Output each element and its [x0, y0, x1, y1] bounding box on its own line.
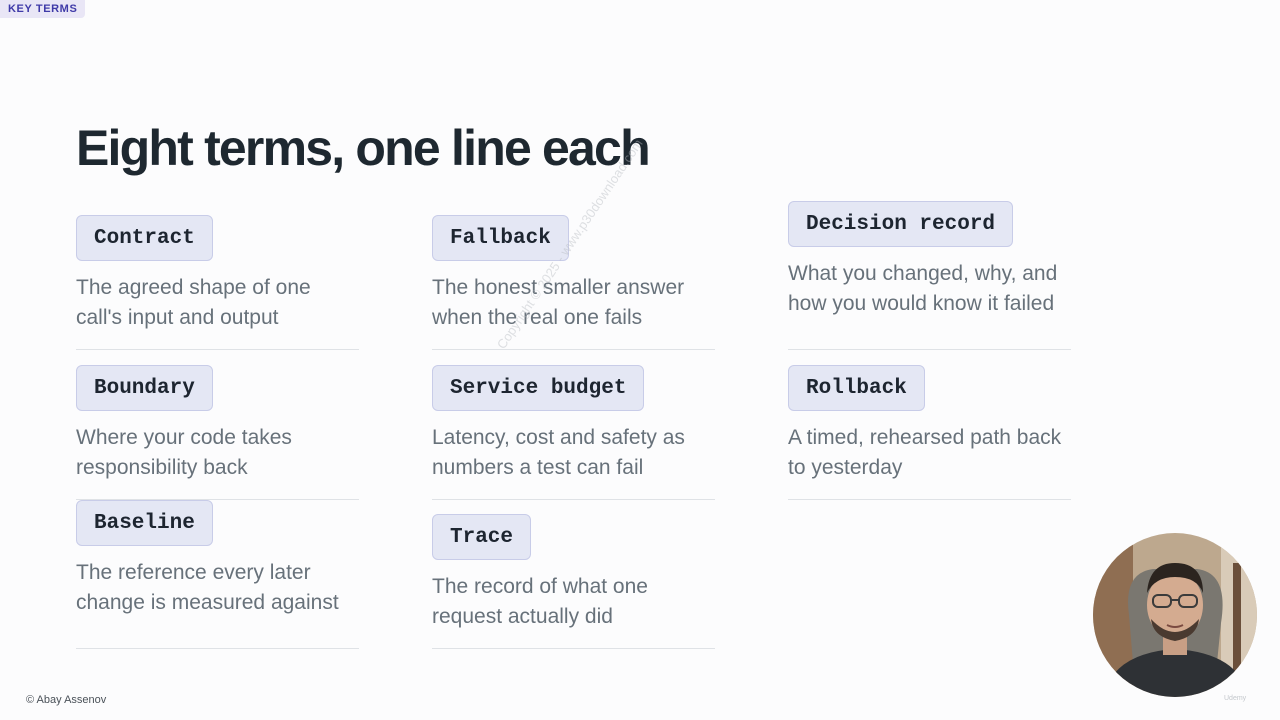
term-chip: Boundary: [76, 365, 213, 411]
term-chip: Fallback: [432, 215, 569, 261]
presenter-portrait-icon: [1093, 533, 1257, 697]
corner-logo: Udemy: [1224, 695, 1247, 702]
term-service-budget: Service budget Latency, cost and safety …: [432, 365, 715, 500]
slide-title: Eight terms, one line each: [76, 120, 651, 176]
term-trace: Trace The record of what one request act…: [432, 514, 715, 649]
author-credit: © Abay Assenov: [26, 694, 107, 706]
term-decision-record: Decision record What you changed, why, a…: [788, 201, 1071, 350]
term-definition: The reference every later change is meas…: [76, 561, 339, 614]
term-definition: Where your code takes responsibility bac…: [76, 426, 292, 479]
section-tag: KEY TERMS: [0, 0, 86, 18]
term-definition: The honest smaller answer when the real …: [432, 276, 685, 329]
term-definition: Latency, cost and safety as numbers a te…: [432, 426, 685, 479]
term-chip: Contract: [76, 215, 213, 261]
term-rollback: Rollback A timed, rehearsed path back to…: [788, 365, 1071, 500]
term-fallback: Fallback The honest smaller answer when …: [432, 215, 715, 350]
term-chip: Service budget: [432, 365, 645, 411]
term-contract: Contract The agreed shape of one call's …: [76, 215, 359, 350]
term-boundary: Boundary Where your code takes responsib…: [76, 365, 359, 500]
term-chip: Trace: [432, 514, 532, 560]
term-chip: Rollback: [788, 365, 925, 411]
term-chip: Baseline: [76, 500, 213, 546]
term-definition: What you changed, why, and how you would…: [788, 262, 1058, 315]
presenter-webcam-avatar: [1093, 533, 1257, 697]
term-definition: A timed, rehearsed path back to yesterda…: [788, 426, 1062, 479]
term-baseline: Baseline The reference every later chang…: [76, 500, 359, 649]
term-definition: The record of what one request actually …: [432, 575, 648, 628]
term-chip: Decision record: [788, 201, 1014, 247]
term-definition: The agreed shape of one call's input and…: [76, 276, 311, 329]
